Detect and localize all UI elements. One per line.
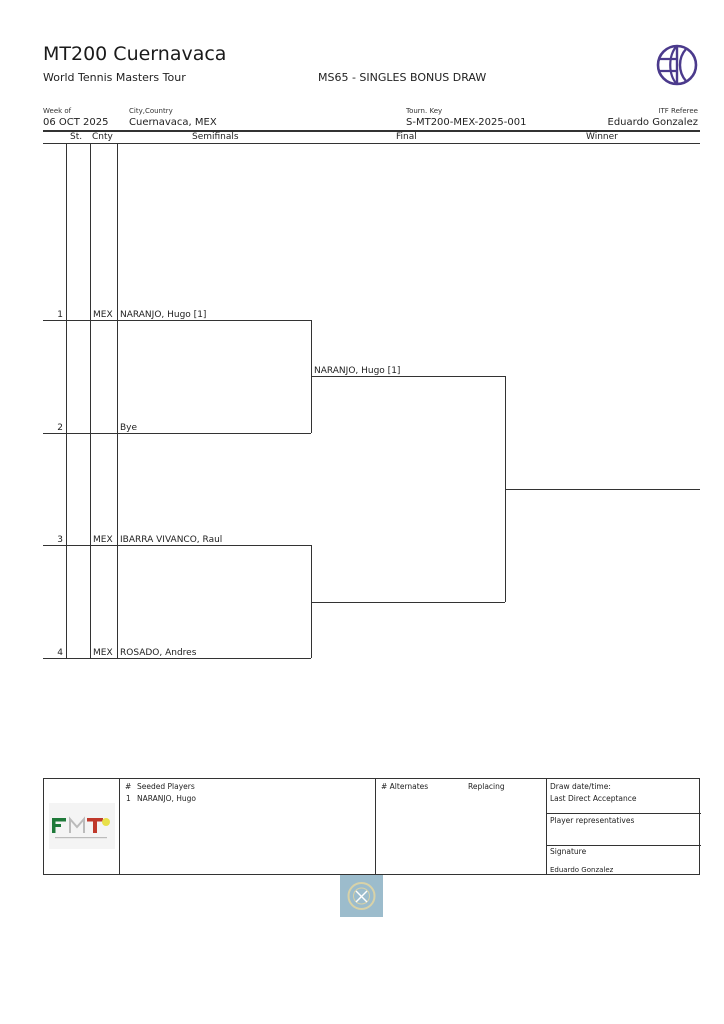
player-reps-label: Player representatives [550, 816, 635, 825]
draw-player-name: Bye [120, 423, 138, 433]
winner-line [505, 489, 700, 490]
footer-row-divider-2 [546, 845, 701, 846]
draw-num: 4 [57, 648, 63, 658]
federation-logo [49, 803, 115, 849]
replacing-title: Replacing [468, 782, 505, 791]
referee-value: Eduardo Gonzalez [607, 117, 698, 128]
tourn-key-value: S-MT200-MEX-2025-001 [406, 117, 527, 128]
week-value: 06 OCT 2025 [43, 117, 109, 128]
city-value: Cuernavaca, MEX [129, 117, 217, 128]
draw-cnty: MEX [93, 535, 113, 545]
seeded-name: NARANJO, Hugo [137, 794, 197, 803]
draw-player-name: NARANJO, Hugo [1] [120, 310, 207, 320]
col-final: Final [396, 132, 417, 142]
draw-date-label: Draw date/time: [550, 782, 611, 791]
draw-cnty: MEX [93, 648, 113, 658]
final-player-1: NARANJO, Hugo [1] [314, 366, 401, 376]
draw-num: 2 [57, 423, 63, 433]
week-label: Week of [43, 107, 72, 115]
seal-icon [347, 882, 376, 910]
col-divider-st [66, 143, 67, 659]
draw-line [43, 320, 311, 321]
footer-box: # Seeded Players 1 NARANJO, Hugo # Alter… [43, 778, 701, 875]
signature-label: Signature [550, 847, 587, 856]
final-line-1 [311, 376, 505, 377]
draw-player-name: ROSADO, Andres [120, 648, 197, 658]
seeded-hash: # [125, 782, 132, 791]
col-semifinals: Semifinals [192, 132, 239, 142]
footer-row-divider-1 [546, 813, 701, 814]
col-cnty: Cnty [92, 132, 113, 142]
col-divider-cnty [90, 143, 91, 659]
footer-divider-3 [546, 779, 547, 874]
tournament-seal-image [340, 875, 383, 917]
tour-name: World Tennis Masters Tour [43, 71, 186, 84]
header-rule-thin [43, 143, 700, 144]
event-name: MS65 - SINGLES BONUS DRAW [318, 71, 487, 84]
lda-label: Last Direct Acceptance [550, 794, 637, 803]
draw-line [43, 658, 311, 659]
col-winner: Winner [586, 132, 618, 142]
fmt-logo-icon [52, 816, 110, 839]
footer-divider-1 [119, 779, 120, 874]
itf-globe-tennis-ball-icon [656, 44, 698, 86]
draw-line [43, 433, 311, 434]
final-line-2 [311, 602, 505, 603]
city-label: City,Country [129, 107, 173, 115]
draw-line [43, 545, 311, 546]
tournament-title: MT200 Cuernavaca [43, 43, 227, 65]
col-st: St. [70, 132, 83, 142]
col-divider-name [117, 143, 118, 659]
seeded-title: Seeded Players [137, 782, 195, 791]
draw-player-name: IBARRA VIVANCO, Raul [120, 535, 223, 545]
draw-num: 1 [57, 310, 63, 320]
bracket-connector-sf2 [311, 545, 312, 658]
alternates-title: # Alternates [381, 782, 429, 791]
tourn-key-label: Tourn. Key [406, 107, 443, 115]
header-rule-thick [43, 130, 700, 132]
draw-num: 3 [57, 535, 63, 545]
seeded-num: 1 [126, 794, 131, 803]
draw-cnty: MEX [93, 310, 113, 320]
referee-label: ITF Referee [658, 107, 698, 115]
footer-divider-2 [375, 779, 376, 874]
signature-name: Eduardo Gonzalez [550, 866, 614, 874]
